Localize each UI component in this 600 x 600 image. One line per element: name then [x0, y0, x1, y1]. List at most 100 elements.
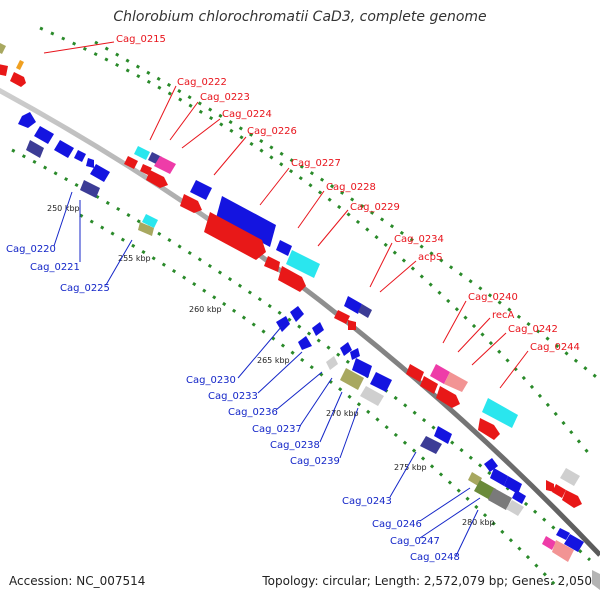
callout-line	[379, 260, 417, 293]
callout-line	[455, 509, 479, 557]
gene-label: Cag_0236	[228, 407, 278, 418]
gene-feature	[138, 222, 154, 236]
callout-line	[299, 377, 333, 427]
gene-feature	[264, 256, 280, 272]
gene-feature	[54, 140, 74, 158]
callout-line	[419, 497, 481, 539]
gene-feature	[146, 170, 168, 188]
gene-label: Cag_0215	[116, 34, 166, 45]
genome-backbone	[0, 87, 600, 557]
gene-label: Cag_0234	[394, 234, 444, 245]
gene-feature	[134, 146, 150, 160]
gene-label: recA	[492, 310, 515, 321]
gene-feature	[90, 164, 110, 182]
callout-line	[317, 209, 349, 247]
gene-feature	[180, 194, 202, 213]
gene-feature	[430, 364, 450, 384]
callout-line	[53, 191, 73, 247]
gene-feature	[562, 490, 582, 508]
gene-feature	[358, 304, 372, 318]
gene-feature	[434, 426, 452, 444]
gene-feature	[552, 484, 566, 498]
callout-line	[259, 167, 290, 206]
gene-feature	[0, 64, 8, 76]
callout-line	[257, 351, 303, 394]
callout-line	[369, 242, 393, 288]
gene-feature	[298, 336, 312, 350]
tick-label: 255 kbp	[118, 254, 151, 263]
gene-feature	[74, 150, 86, 162]
gene-feature	[204, 212, 266, 260]
gene-label: Cag_0248	[410, 552, 460, 563]
reverse-gene-labels: Cag_0220 Cag_0221 Cag_0225 Cag_0230 Cag_…	[6, 244, 460, 563]
tick-label: 265 kbp	[257, 356, 290, 365]
gene-label: Cag_0222	[177, 77, 227, 88]
gene-feature	[326, 356, 338, 370]
gene-feature	[348, 320, 356, 330]
gene-feature	[290, 306, 304, 322]
gene-feature	[420, 376, 438, 394]
gene-feature	[26, 140, 44, 158]
gene-label: Cag_0237	[252, 424, 302, 435]
gene-feature	[124, 156, 138, 169]
gene-feature	[488, 488, 512, 510]
gene-feature	[560, 468, 580, 486]
gene-label: Cag_0223	[200, 92, 250, 103]
gene-label: Cag_0247	[390, 536, 440, 547]
gene-label: Cag_0220	[6, 244, 56, 255]
gene-feature	[312, 322, 324, 336]
forward-strand-features	[0, 43, 600, 590]
gene-feature	[478, 418, 500, 440]
map-title: Chlorobium chlorochromatii CaD3, complet…	[113, 9, 487, 25]
gene-label: Cag_0242	[508, 324, 558, 335]
gene-label: Cag_0221	[30, 262, 80, 273]
callout-line	[471, 332, 507, 366]
gene-feature	[334, 310, 350, 324]
callout-line	[419, 487, 471, 522]
gene-feature	[468, 472, 482, 486]
callout-line	[43, 41, 115, 54]
callout-line	[213, 136, 247, 176]
position-ticks: 250 kbp 255 kbp 260 kbp 265 kbp 270 kbp …	[47, 204, 495, 527]
gene-feature	[556, 528, 570, 540]
tick-label: 250 kbp	[47, 204, 80, 213]
guide-line-outer-2	[39, 26, 592, 456]
tick-label: 270 kbp	[326, 409, 359, 418]
gene-feature	[16, 60, 24, 70]
gene-feature	[592, 570, 600, 590]
gene-feature	[154, 156, 176, 174]
callout-line	[339, 407, 359, 459]
gene-label: Cag_0224	[222, 109, 272, 120]
callout-line	[389, 451, 417, 498]
gene-feature	[564, 534, 584, 552]
gene-feature	[80, 180, 100, 198]
callout-line	[275, 371, 323, 411]
callout-line	[237, 325, 283, 379]
gene-feature	[10, 72, 26, 87]
callout-line	[319, 391, 343, 443]
genome-summary-text: Topology: circular; Length: 2,572,079 bp…	[262, 574, 592, 588]
gene-feature	[482, 398, 518, 428]
gene-feature	[344, 296, 362, 314]
guide-line-inner-1	[11, 148, 592, 562]
gene-feature	[190, 180, 212, 200]
gene-feature	[370, 372, 392, 392]
gene-label: Cag_0230	[186, 375, 236, 386]
gene-label: Cag_0240	[468, 292, 518, 303]
callout-line	[149, 85, 177, 141]
callout-line	[105, 239, 133, 286]
gene-feature	[286, 250, 320, 278]
forward-gene-labels: Cag_0215 Cag_0222 Cag_0223 Cag_0224 Cag_…	[116, 34, 580, 353]
gene-feature	[506, 500, 524, 516]
gene-feature	[360, 386, 384, 406]
gene-feature	[352, 358, 372, 378]
gene-feature	[420, 436, 442, 454]
gene-feature	[436, 386, 460, 408]
tick-label: 260 kbp	[189, 305, 222, 314]
gene-feature	[216, 196, 276, 247]
gene-label: Cag_0243	[342, 496, 392, 507]
gene-label: Cag_0246	[372, 519, 422, 530]
callout-line	[169, 101, 199, 141]
